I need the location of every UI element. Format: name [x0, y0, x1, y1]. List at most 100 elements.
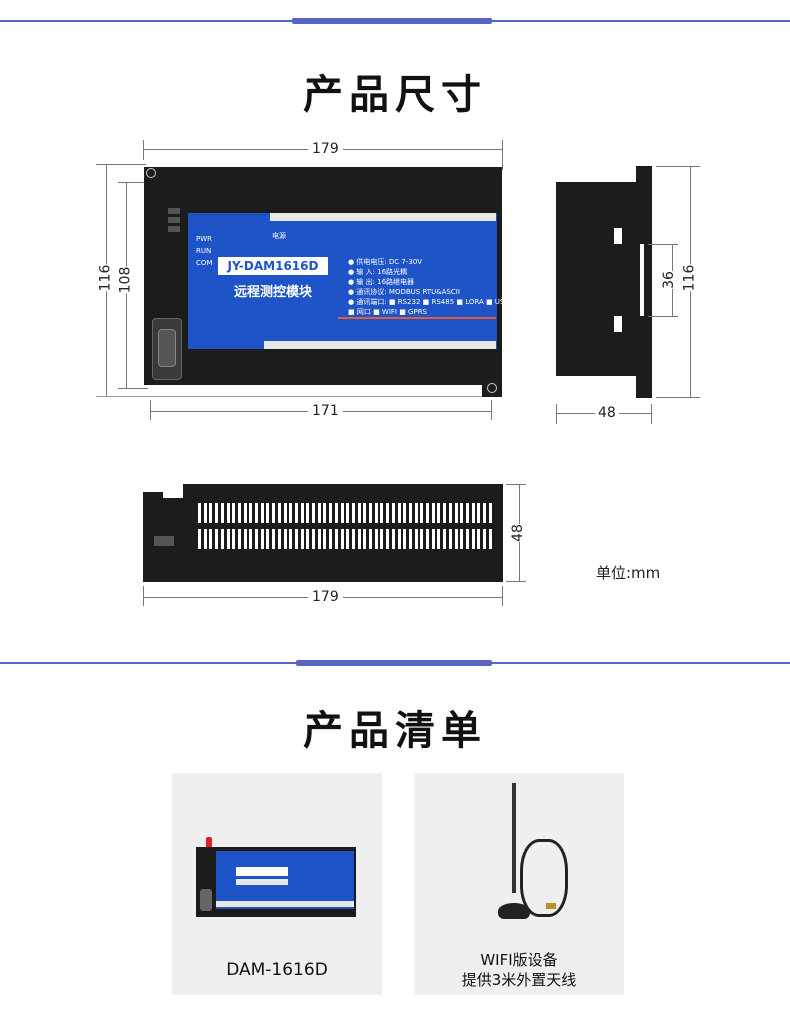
vent-slot	[260, 503, 264, 523]
vent-slot	[448, 503, 452, 523]
vent-slot	[215, 503, 219, 523]
vent-slot	[483, 529, 486, 549]
vent-slot	[431, 503, 435, 523]
vent-slot	[272, 529, 276, 549]
vent-slot	[477, 529, 481, 549]
vent-slot	[488, 503, 492, 523]
vent-slot	[363, 503, 367, 523]
vent-slot	[351, 529, 355, 549]
vent-slot	[289, 503, 293, 523]
vent-slot	[391, 529, 395, 549]
vent-slot	[277, 529, 281, 549]
antenna-image	[484, 783, 584, 943]
vent-slot	[443, 503, 447, 523]
side-view: 48 116 36	[0, 0, 790, 460]
product-card-device: DAM-1616D	[172, 773, 382, 995]
vent-slot	[369, 529, 372, 549]
list-section-title: 产品清单	[303, 708, 487, 754]
vent-slot	[351, 503, 355, 523]
front-view: 179 116 108 电源 PWR RUN COM JY-DAM1616D 远…	[0, 0, 790, 460]
vent-slot	[323, 529, 327, 549]
dim-top-width: 179	[308, 141, 343, 157]
vent-slot	[283, 529, 287, 549]
vent-slot	[260, 529, 264, 549]
top-terminal-row	[270, 213, 496, 221]
left-indicator-strip	[168, 208, 180, 240]
vent-slot	[414, 503, 418, 523]
vent-slot	[306, 503, 310, 523]
vent-slot	[312, 503, 315, 523]
vent-slot	[317, 503, 321, 523]
vent-slot	[380, 503, 384, 523]
dim-bottom-height: 48	[509, 524, 526, 542]
vent-slot	[426, 529, 429, 549]
vent-slot	[414, 529, 418, 549]
vent-slot	[471, 529, 475, 549]
spec-line: ● 通讯协议: MODBUS RTU&ASCII	[348, 288, 460, 296]
mount-hole-bottom	[487, 383, 497, 393]
product-caption-antenna-line1: WIFI版设备	[480, 951, 558, 969]
vent-slot	[374, 503, 378, 523]
vent-slot	[346, 529, 350, 549]
product-caption-antenna-line2: 提供3米外置天线	[461, 971, 577, 989]
vent-slot	[374, 529, 378, 549]
vent-slot	[232, 529, 236, 549]
vent-slot	[255, 503, 258, 523]
vent-slot	[300, 529, 304, 549]
vent-slot	[198, 503, 201, 523]
product-name: 远程测控模块	[233, 285, 312, 300]
vent-slot	[437, 503, 441, 523]
vent-slot	[488, 529, 492, 549]
spec-line: ● 供电电压: DC 7-30V	[348, 258, 423, 266]
unit-label: 单位:mm	[596, 564, 661, 582]
model-label: JY-DAM1616D	[218, 257, 328, 275]
vent-slot	[255, 529, 258, 549]
vent-slot	[306, 529, 310, 549]
product-caption-device: DAM-1616D	[226, 960, 328, 980]
vent-slot	[198, 529, 201, 549]
product-card-antenna: WIFI版设备 提供3米外置天线	[414, 773, 624, 995]
vent-slot	[300, 503, 304, 523]
vent-slot	[220, 529, 224, 549]
vent-slot	[460, 503, 464, 523]
vent-slot	[369, 503, 372, 523]
dim-side-depth: 48	[595, 405, 619, 421]
spec-line: ● 输 入: 16路光耦	[348, 268, 408, 276]
vent-slot	[357, 529, 361, 549]
vent-slot	[329, 529, 333, 549]
vent-slot	[448, 529, 452, 549]
vent-slot	[294, 529, 298, 549]
vent-slot	[471, 503, 475, 523]
device-image	[196, 831, 356, 917]
size-section-title: 产品尺寸	[303, 72, 487, 118]
vent-slot	[266, 529, 270, 549]
vent-slot	[289, 529, 293, 549]
vent-slot	[346, 503, 350, 523]
bottom-view: 48 179 单位:mm	[143, 484, 661, 606]
mount-hole-top	[146, 168, 156, 178]
vent-slot	[426, 503, 429, 523]
vent-slot	[386, 503, 390, 523]
vent-slot	[283, 503, 287, 523]
vent-slot	[334, 529, 338, 549]
led-com: COM	[196, 259, 213, 267]
vent-slot	[334, 503, 338, 523]
vent-slot	[237, 529, 241, 549]
vent-slot	[408, 529, 412, 549]
vent-slot	[226, 503, 230, 523]
vent-slot	[329, 503, 333, 523]
led-run: RUN	[196, 247, 212, 255]
top-divider-accent	[292, 18, 492, 24]
vent-slot	[397, 529, 401, 549]
spec-line: ● 输 出: 16路继电器	[348, 278, 415, 286]
vent-slot	[232, 503, 236, 523]
vent-slot	[386, 529, 390, 549]
vent-slot	[465, 503, 469, 523]
vent-slot	[431, 529, 435, 549]
vent-slot	[249, 503, 253, 523]
vent-slot	[380, 529, 384, 549]
vent-slot	[243, 529, 247, 549]
vent-slot	[220, 503, 224, 523]
vent-slot	[294, 503, 298, 523]
vent-slot	[443, 529, 447, 549]
